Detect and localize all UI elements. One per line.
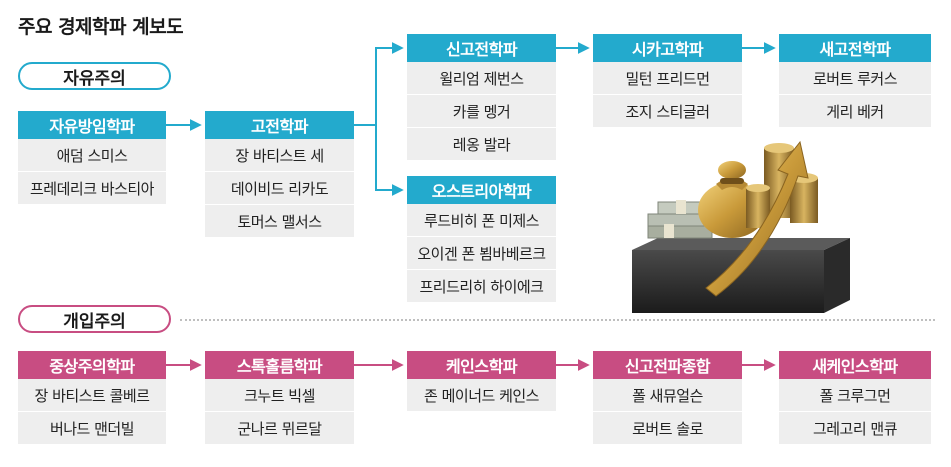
economist: 카를 멩거	[407, 94, 556, 127]
economist: 군나르 뮈르달	[205, 411, 354, 444]
economist: 토머스 맬서스	[205, 204, 354, 237]
school-stockholm: 스톡홀름학파 크누트 빅셀 군나르 뮈르달	[205, 351, 354, 444]
school-new-keynesian: 새케인스학파 폴 크루그먼 그레고리 맨큐	[779, 351, 931, 444]
arrow-classical-to-austrian	[375, 125, 404, 196]
school-neoclassical: 신고전학파 윌리엄 제번스 카를 멩거 레옹 발라	[407, 34, 556, 160]
economist: 루드비히 폰 미제스	[424, 211, 539, 230]
economist: 폴 크루그먼	[819, 386, 891, 405]
school-name: 새고전학파	[779, 34, 931, 62]
school-name: 자유방임학파	[18, 111, 166, 139]
economist: 크누트 빅셀	[244, 386, 315, 405]
money-growth-illustration	[632, 140, 850, 313]
school-chicago: 시카고학파 밀턴 프리드먼 조지 스티글러	[593, 34, 742, 127]
school-name: 신고전학파	[407, 34, 556, 62]
school-mercantilist: 중상주의학파 장 바티스트 콜베르 버나드 맨더빌	[18, 351, 166, 444]
school-new-classical: 새고전학파 로버트 루커스 게리 베커	[779, 34, 931, 127]
economist: 로버트 솔로	[593, 411, 742, 444]
economist: 레옹 발라	[407, 127, 556, 160]
school-name: 케인스학파	[407, 351, 556, 379]
school-neoclassical-synthesis: 신고전파종합 폴 새뮤얼슨 로버트 솔로	[593, 351, 742, 444]
school-austrian: 오스트리아학파 루드비히 폰 미제스 오이겐 폰 뵘바베르크 프리드리히 하이에…	[407, 176, 556, 302]
section-divider	[180, 319, 935, 321]
economist: 프리드리히 하이에크	[407, 269, 556, 302]
school-keynesian: 케인스학파 존 메이너드 케인스	[407, 351, 556, 411]
economist: 존 메이너드 케인스	[424, 386, 539, 405]
economist: 애덤 스미스	[56, 146, 128, 165]
school-laissez-faire: 자유방임학파 애덤 스미스 프레데리크 바스티아	[18, 111, 166, 204]
school-name: 스톡홀름학파	[205, 351, 354, 379]
school-name: 새케인스학파	[779, 351, 931, 379]
economist: 데이비드 리카도	[205, 171, 354, 204]
arrow-classical-to-neoclassical	[375, 42, 404, 125]
economist: 프레데리크 바스티아	[18, 171, 166, 204]
school-name: 중상주의학파	[18, 351, 166, 379]
economist: 윌리엄 제번스	[439, 69, 524, 88]
economist: 장 바티스트 세	[235, 146, 324, 165]
economist: 오이겐 폰 뵘바베르크	[407, 236, 556, 269]
liberal-category-label: 자유주의	[18, 62, 171, 90]
page-title: 주요 경제학파 계보도	[18, 16, 184, 38]
school-classical: 고전학파 장 바티스트 세 데이비드 리카도 토머스 맬서스	[205, 111, 354, 237]
economist: 그레고리 맨큐	[779, 411, 931, 444]
school-name: 고전학파	[205, 111, 354, 139]
interventionist-category-label: 개입주의	[18, 305, 171, 333]
economist: 게리 베커	[779, 94, 931, 127]
economist: 로버트 루커스	[812, 69, 898, 88]
economist: 밀턴 프리드먼	[625, 69, 710, 88]
economist: 버나드 맨더빌	[18, 411, 166, 444]
school-name: 오스트리아학파	[407, 176, 556, 204]
school-name: 시카고학파	[593, 34, 742, 62]
school-name: 신고전파종합	[593, 351, 742, 379]
economist: 조지 스티글러	[593, 94, 742, 127]
economist: 장 바티스트 콜베르	[34, 386, 150, 405]
economist: 폴 새뮤얼슨	[632, 386, 703, 405]
